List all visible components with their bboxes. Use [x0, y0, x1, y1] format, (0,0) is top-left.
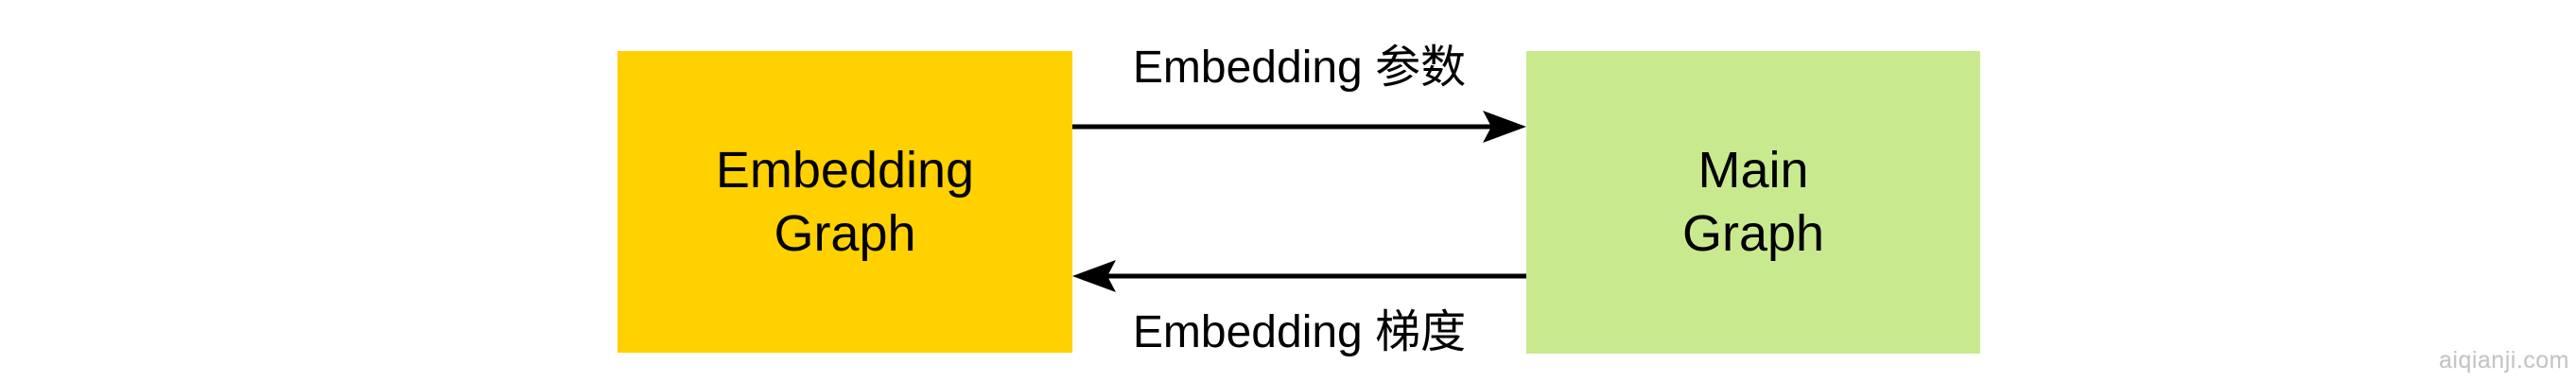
backward-arrow	[1072, 260, 1526, 292]
node-main-graph-label-line2: Graph	[1681, 205, 1825, 262]
node-embedding-graph: Embedding Graph	[618, 51, 1072, 353]
forward-arrow	[1072, 111, 1526, 143]
edge-label-embedding-params: Embedding 参数	[1132, 43, 1467, 93]
node-main-graph: Main Graph	[1526, 51, 1980, 354]
node-embedding-graph-label-line1: Embedding	[715, 141, 975, 199]
node-embedding-graph-label-line2: Graph	[774, 204, 916, 262]
watermark: aiqianji.com	[2438, 347, 2569, 373]
edge-label-embedding-grads: Embedding 梯度	[1132, 307, 1467, 357]
node-main-graph-label: Main Graph	[1682, 139, 1824, 266]
node-main-graph-label-line1: Main	[1697, 142, 1809, 199]
node-embedding-graph-label: Embedding Graph	[716, 139, 974, 266]
